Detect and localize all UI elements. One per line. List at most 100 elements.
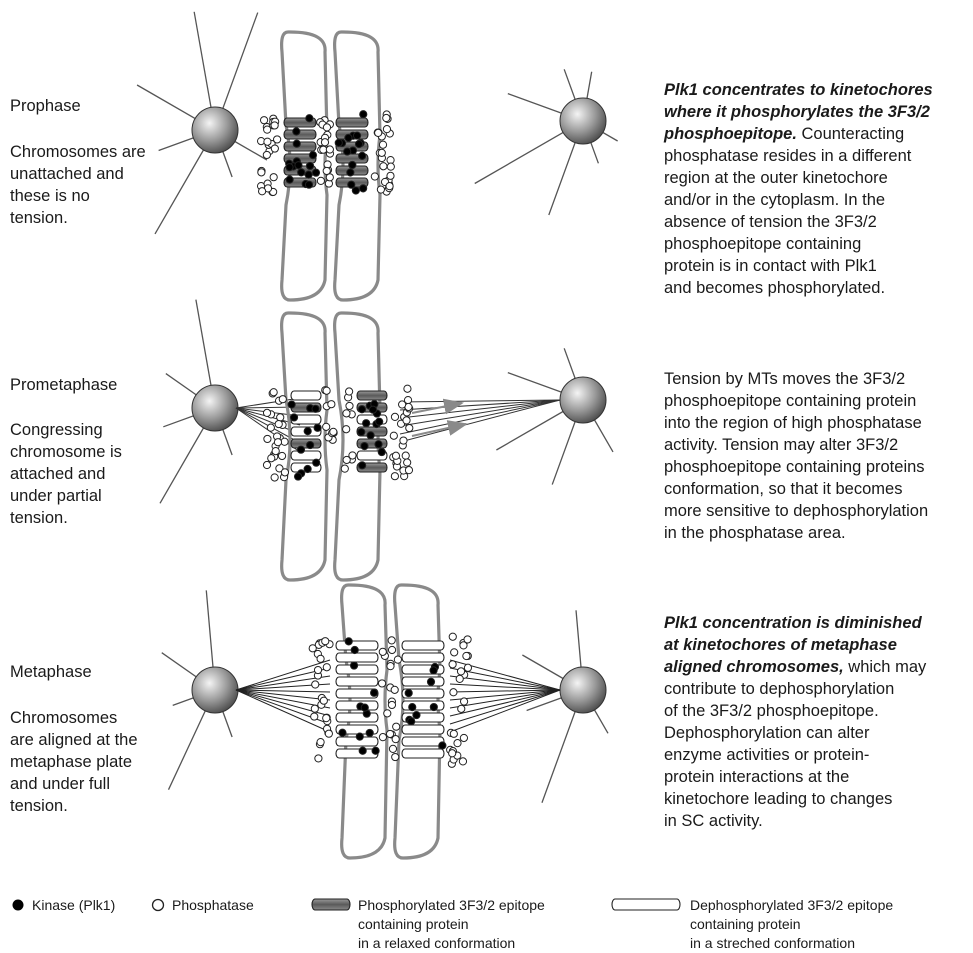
phosphorylated-protein — [357, 391, 387, 400]
phosphatase-dot — [267, 424, 274, 431]
kinase-dot — [430, 703, 437, 710]
kinase-dot — [307, 441, 314, 448]
kinase-dot — [293, 140, 300, 147]
phosphatase-dot — [321, 139, 328, 146]
dephosphorylated-protein — [402, 653, 444, 662]
legend-kinase-label: Kinase (Plk1) — [32, 896, 115, 915]
kinase-dot — [304, 465, 311, 472]
phosphatase-dot — [314, 666, 321, 673]
kinase-dot — [430, 667, 437, 674]
dephosphorylated-protein — [291, 391, 321, 400]
phosphatase-dot — [392, 452, 399, 459]
phosphatase-dot — [326, 146, 333, 153]
kinase-dot — [344, 148, 351, 155]
note-prophase-text: Counteracting phosphatase resides in a d… — [664, 125, 911, 297]
kinase-dot — [294, 473, 301, 480]
phosphatase-dot — [264, 138, 271, 145]
note-metaphase: Plk1 concentration is diminished at kine… — [664, 612, 970, 832]
dephosphorylated-protein — [402, 725, 444, 734]
kinase-dot — [288, 401, 295, 408]
centrosome-left-prometaphase — [160, 300, 238, 504]
phosphatase-dot — [391, 413, 398, 420]
kinase-dot — [360, 111, 367, 118]
phosphatase-dot — [322, 638, 329, 645]
kinase-dot — [286, 164, 293, 171]
kinase-dot — [286, 176, 293, 183]
phosphatase-dot — [404, 385, 411, 392]
phosphatase-dot — [264, 126, 271, 133]
phosphatase-dot — [311, 713, 318, 720]
kinetochore-left-prophase — [257, 115, 330, 196]
stage-label-prophase: Prophase — [10, 95, 81, 117]
phosphatase-dot — [317, 655, 324, 662]
phosphatase-dot — [346, 388, 353, 395]
kinase-dot — [375, 441, 382, 448]
phosphatase-dot — [341, 465, 348, 472]
kinase-dot — [360, 185, 367, 192]
kinase-dot — [359, 462, 366, 469]
kinase-dot — [363, 420, 370, 427]
phosphatase-dot — [317, 739, 324, 746]
phosphatase-dot — [391, 686, 398, 693]
kinetochore-right-prophase — [321, 111, 394, 196]
phosphatase-dot — [459, 758, 466, 765]
phosphatase-dot — [405, 467, 412, 474]
kinase-dot — [293, 128, 300, 135]
phosphatase-dot — [379, 141, 386, 148]
stage-label-prometaphase: Prometaphase — [10, 374, 117, 396]
phosphatase-dot — [391, 473, 398, 480]
kinase-dot — [372, 747, 379, 754]
centrosome — [560, 98, 606, 144]
phosphatase-dot — [263, 409, 270, 416]
phosphatase-dot — [258, 169, 265, 176]
dephosphorylated-protein — [402, 737, 444, 746]
phosphatase-dot — [323, 664, 330, 671]
phosphatase-dot — [406, 424, 413, 431]
kinase-dot — [306, 162, 313, 169]
centrosome — [192, 385, 238, 431]
phosphatase-dot — [458, 705, 465, 712]
phosphatase-dot — [383, 126, 390, 133]
kinase-dot — [298, 169, 305, 176]
dephosphorylated-protein — [402, 641, 444, 650]
phosphatase-dot — [328, 401, 335, 408]
phosphatase-dot — [460, 734, 467, 741]
centrosome — [192, 667, 238, 713]
dephosphorylated-protein — [336, 677, 378, 686]
kinase-dot — [347, 169, 354, 176]
phosphatase-dot — [259, 188, 266, 195]
phosphatase-dot — [323, 423, 330, 430]
legend-phosphorylated-label: Phosphorylated 3F3/2 epitope containing … — [358, 896, 588, 953]
kinase-dot — [290, 414, 297, 421]
kinase-dot — [359, 152, 366, 159]
phosphatase-dot — [454, 740, 461, 747]
phosphatase-dot — [377, 186, 384, 193]
kinase-dot — [335, 139, 342, 146]
kinase-dot — [413, 711, 420, 718]
phosphatase-dot — [464, 664, 471, 671]
phosphatase-dot — [393, 723, 400, 730]
phosphatase-dot — [260, 117, 267, 124]
phosphatase-dot — [449, 750, 456, 757]
kinase-dot — [358, 428, 365, 435]
kinase-dot — [408, 718, 415, 725]
kinase-dot — [405, 689, 412, 696]
phosphatase-dot — [279, 396, 286, 403]
phosphatase-dot — [450, 730, 457, 737]
phosphatase-dot — [281, 438, 288, 445]
phosphatase-dot — [323, 167, 330, 174]
centrosome — [560, 667, 606, 713]
phosphatase-dot — [325, 730, 332, 737]
phosphatase-dot — [323, 715, 330, 722]
phosphatase-dot — [384, 710, 391, 717]
stage-desc-prophase: Chromosomes are unattached and these is … — [10, 141, 170, 229]
phosphatase-dot — [379, 734, 386, 741]
phosphatase-dot — [386, 730, 393, 737]
kinase-dot — [312, 169, 319, 176]
note-prophase: Plk1 concentrates to kinetochores where … — [664, 79, 970, 299]
kinase-dot — [305, 171, 312, 178]
kinase-dot — [409, 703, 416, 710]
kinase-dot — [427, 678, 434, 685]
phosphatase-dot — [375, 129, 382, 136]
phosphatase-dot — [270, 389, 277, 396]
